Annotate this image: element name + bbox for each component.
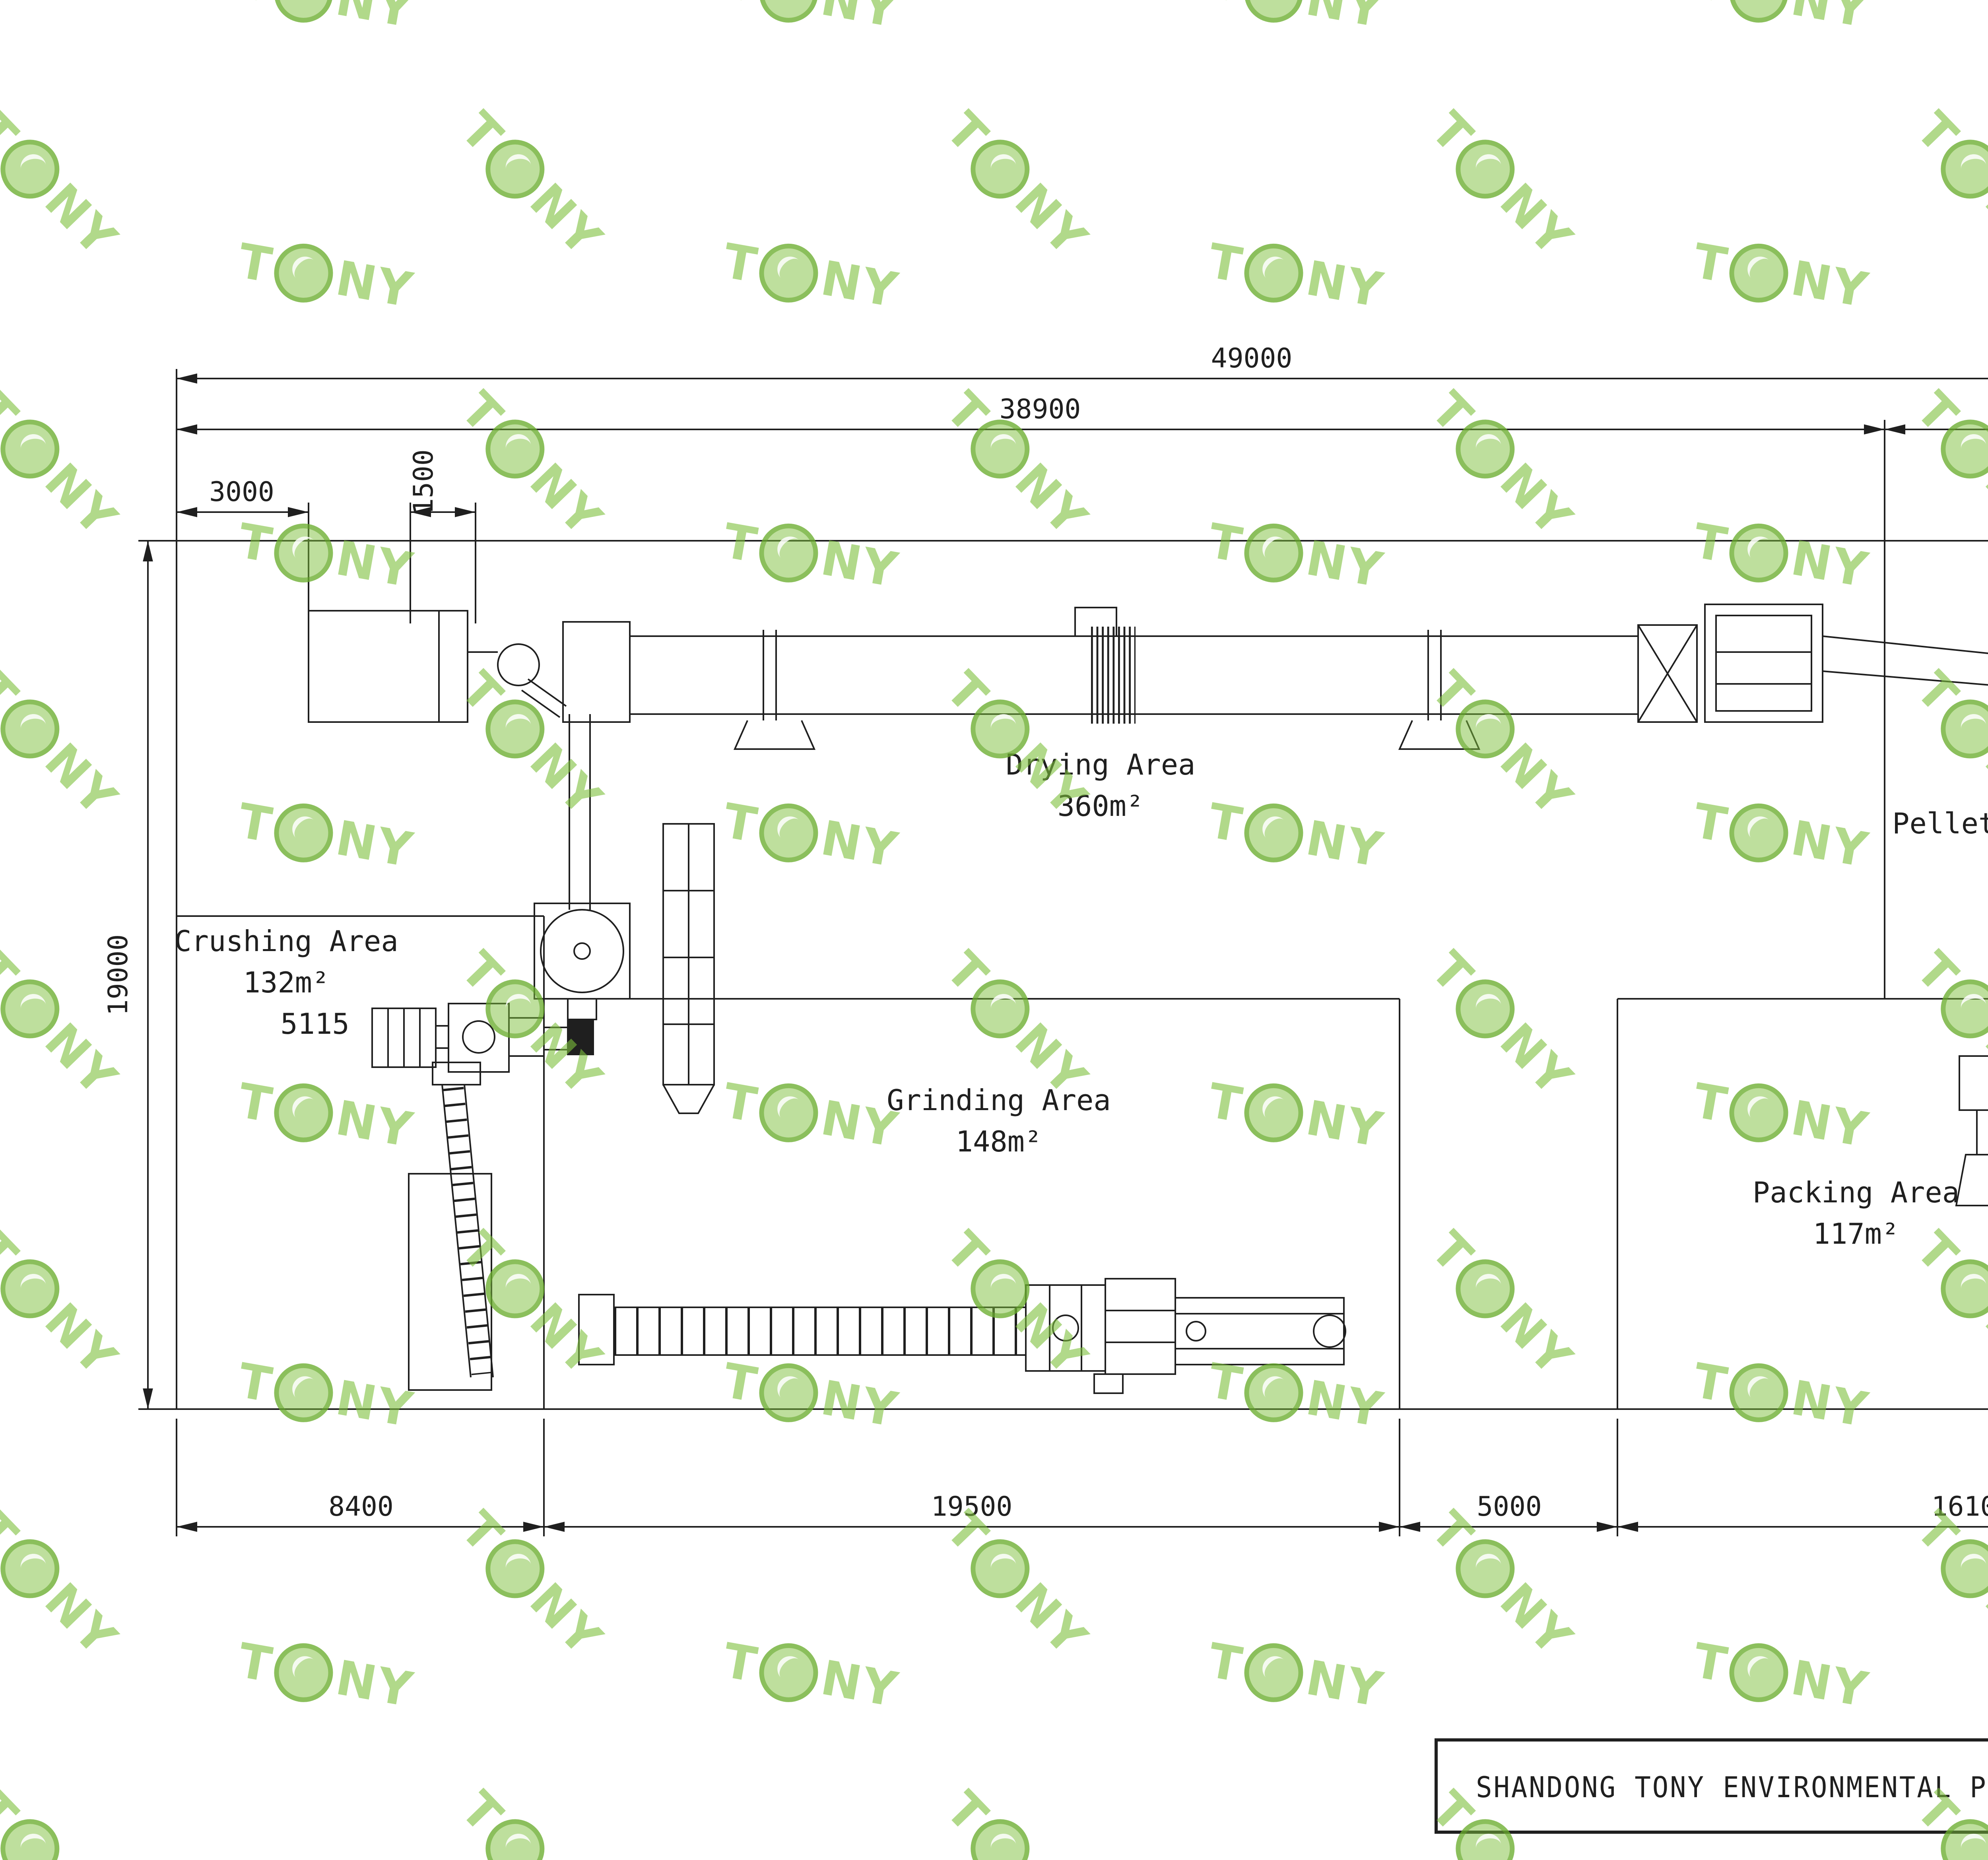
dimension-arrow	[1885, 424, 1905, 435]
dimension-arrow	[177, 373, 197, 384]
cyclone-dust-collector	[534, 714, 631, 1055]
title-block: SHANDONG TONY ENVIRONMENTAL PROTECTION S…	[1435, 1738, 1988, 1834]
drying-area-label: Drying Area	[1006, 748, 1196, 781]
grinder-mill	[1025, 1278, 1176, 1394]
dim-bottom-c: 5000	[1400, 1491, 1617, 1532]
crushing-area-label: Crushing Area	[174, 924, 398, 958]
area-labels: Drying Area 360m² Crushing Area 132m² 51…	[174, 748, 1988, 1250]
company-name: SHANDONG TONY ENVIRONMENTAL PROTECTION S…	[1476, 1771, 1988, 1804]
dimension-arrow	[455, 507, 476, 517]
dim-text-total-width: 49000	[1211, 343, 1293, 374]
dimension-arrow	[143, 541, 153, 561]
dimension-arrow	[288, 507, 309, 517]
dim-text-total-height: 19000	[103, 934, 134, 1016]
dim-width-right: 10100	[1885, 424, 1988, 435]
dimension-arrow	[1400, 1522, 1420, 1532]
dim-text-bottom-c: 5000	[1477, 1491, 1542, 1522]
dim-width-left: 38900	[177, 394, 1885, 435]
dimension-arrow	[544, 1522, 565, 1532]
dimension-arrow	[1597, 1522, 1617, 1532]
pelleting-area-label: Pelleting&Cooling Area	[1892, 807, 1988, 840]
dim-text-width-left: 38900	[1000, 394, 1081, 425]
dimension-arrow	[177, 424, 197, 435]
grinding-infeed-conveyor	[578, 1294, 1026, 1365]
dim-total-height: 19000	[103, 541, 153, 1409]
dimension-arrow	[1379, 1522, 1400, 1532]
crushing-area-dim: 5115	[280, 1007, 349, 1041]
packing-area-size: 117m²	[1813, 1217, 1899, 1250]
packing-area-label: Packing Area	[1753, 1176, 1959, 1209]
bag-filter	[662, 823, 715, 1114]
dim-inset-small: 1500	[408, 449, 476, 517]
dimension-extension-lines	[138, 369, 1885, 1536]
dim-text-inset-small: 1500	[408, 449, 439, 515]
dimension-arrow	[410, 507, 431, 517]
crushing-area-size: 132m²	[243, 966, 330, 999]
rotary-dryer-drum	[562, 607, 1639, 750]
dimension-arrow	[523, 1522, 544, 1532]
dryer-outlet-hood	[1637, 624, 1698, 723]
dim-bottom-a: 8400	[177, 1491, 544, 1532]
dim-text-bottom-b: 19500	[931, 1491, 1013, 1522]
dimension-arrow	[1617, 1522, 1638, 1532]
dim-text-inset-left: 3000	[209, 476, 274, 508]
grinding-area-size: 148m²	[956, 1125, 1042, 1158]
dim-bottom-d: 16100	[1617, 1491, 1988, 1532]
dim-bottom-b: 19500	[544, 1491, 1400, 1532]
dimension-arrow	[177, 507, 197, 517]
raw-material-feeder	[308, 610, 567, 723]
crusher-discharge-conveyor	[408, 1062, 494, 1391]
dim-total-width: 49000	[177, 343, 1988, 384]
dim-text-bottom-d: 16100	[1932, 1491, 1988, 1522]
hot-air-furnace	[1704, 604, 1823, 723]
packing-machine	[1955, 1055, 1988, 1206]
dim-text-bottom-a: 8400	[328, 1491, 394, 1522]
grinder-outfeed-conveyor	[1175, 1297, 1346, 1365]
dim-inset-left: 3000	[177, 476, 309, 517]
dimension-arrow	[177, 1522, 197, 1532]
dimension-arrow	[1864, 424, 1885, 435]
drying-area-size: 360m²	[1058, 789, 1144, 823]
dimension-arrow	[143, 1388, 153, 1409]
exhaust-duct	[1822, 635, 1988, 686]
grinding-area-label: Grinding Area	[887, 1083, 1111, 1117]
